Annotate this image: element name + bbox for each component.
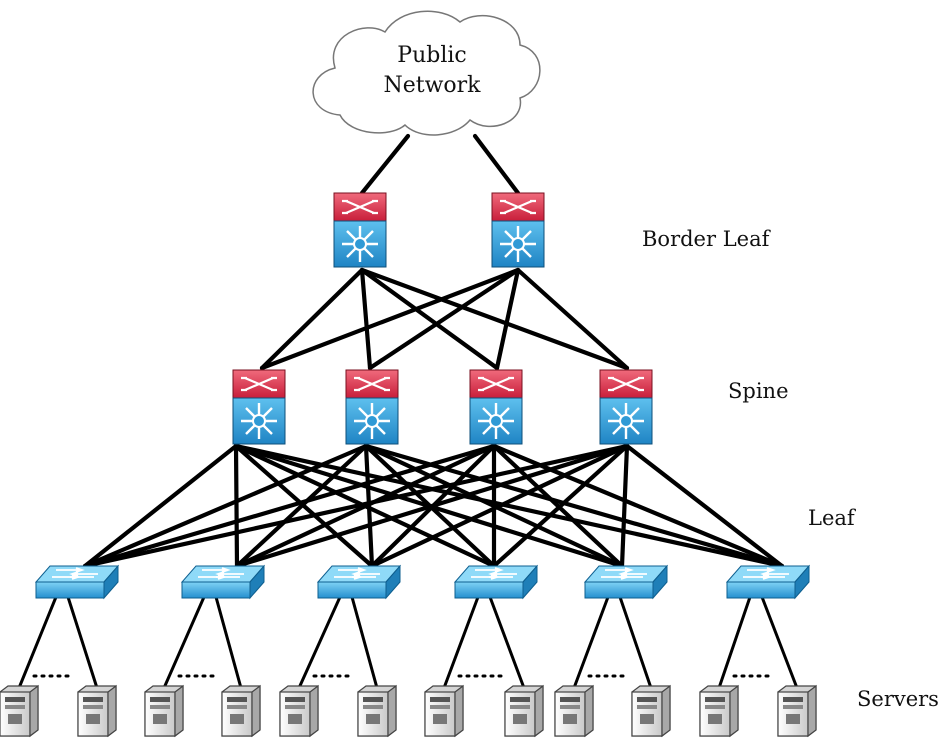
leaf-switch-4	[454, 565, 538, 599]
leaf-switch-3	[317, 565, 401, 599]
link-leaf1-server2	[66, 595, 99, 690]
link-leaf4-server2	[488, 595, 526, 690]
spine-switch-2	[344, 368, 400, 446]
server-2-1	[144, 685, 184, 737]
link-spine3-leaf1	[82, 443, 497, 569]
server-3-2	[357, 685, 397, 737]
link-spine1-leaf1	[82, 443, 239, 569]
label-spine: Spine	[728, 379, 789, 403]
servers-group	[0, 685, 817, 737]
link-spine4-leaf6	[624, 443, 785, 569]
link-spine4-leaf5	[619, 443, 630, 569]
link-leaf4-server1	[442, 595, 480, 690]
link-b2-s1	[259, 267, 521, 371]
link-spine4-leaf2	[234, 443, 630, 569]
public-network-cloud: Public Network	[312, 10, 541, 136]
link-spine4-leaf3	[369, 443, 630, 569]
leaf-switch-2	[181, 565, 265, 599]
link-spine2-leaf6	[363, 443, 785, 569]
link-leaf2-server1	[162, 595, 206, 690]
cloud-shape	[312, 10, 541, 136]
server-6-2	[777, 685, 817, 737]
cloud-links	[359, 133, 521, 196]
spine-switch-4	[598, 368, 654, 446]
label-leaf: Leaf	[808, 506, 857, 530]
link-leaf3-server1	[297, 595, 342, 690]
link-spine2-leaf1	[82, 443, 369, 569]
link-leaf5-server1	[572, 595, 610, 690]
border-leaf-switch-2	[490, 191, 546, 269]
link-leaf6-server1	[717, 595, 752, 690]
link-cloud-border-1	[359, 133, 411, 196]
link-spine4-leaf1	[82, 443, 630, 569]
link-leaf3-server2	[350, 595, 379, 690]
leaf-server-links	[17, 595, 799, 690]
link-b1-s1	[259, 267, 365, 371]
link-leaf1-server1	[17, 595, 58, 690]
link-spine4-leaf4	[491, 443, 630, 569]
cloud-label-line1: Public	[397, 43, 466, 68]
border-spine-links	[259, 267, 630, 371]
link-leaf2-server2	[214, 595, 243, 690]
link-spine2-leaf2	[234, 443, 369, 569]
server-5-2	[631, 685, 671, 737]
server-1-1	[0, 685, 39, 737]
server-6-1	[699, 685, 739, 737]
cloud-label-line2: Network	[383, 73, 481, 98]
link-b1-s2	[359, 267, 373, 371]
link-spine1-leaf2	[233, 443, 240, 569]
link-b1-s3	[359, 267, 500, 371]
server-3-1	[279, 685, 319, 737]
spine-switch-3	[468, 368, 524, 446]
spine-leaf-links	[82, 443, 785, 569]
label-servers: Servers	[857, 687, 939, 711]
server-5-1	[554, 685, 594, 737]
server-1-2	[77, 685, 117, 737]
server-2-2	[221, 685, 261, 737]
link-spine1-leaf6	[233, 443, 785, 569]
link-cloud-border-2	[472, 133, 521, 196]
leaf-switch-6	[726, 565, 810, 599]
label-border-leaf: Border Leaf	[642, 227, 772, 251]
link-leaf6-server2	[760, 595, 799, 690]
link-b2-s2	[367, 267, 521, 371]
border-leaf-switch-1	[332, 191, 388, 269]
leaf-switch-1	[35, 565, 119, 599]
spine-switch-1	[231, 368, 287, 446]
server-4-1	[424, 685, 464, 737]
link-leaf5-server2	[618, 595, 653, 690]
link-b2-s4	[515, 267, 630, 371]
link-b2-s3	[494, 267, 521, 371]
link-b1-s4	[359, 267, 630, 371]
server-4-2	[504, 685, 544, 737]
leaf-switch-5	[584, 565, 668, 599]
